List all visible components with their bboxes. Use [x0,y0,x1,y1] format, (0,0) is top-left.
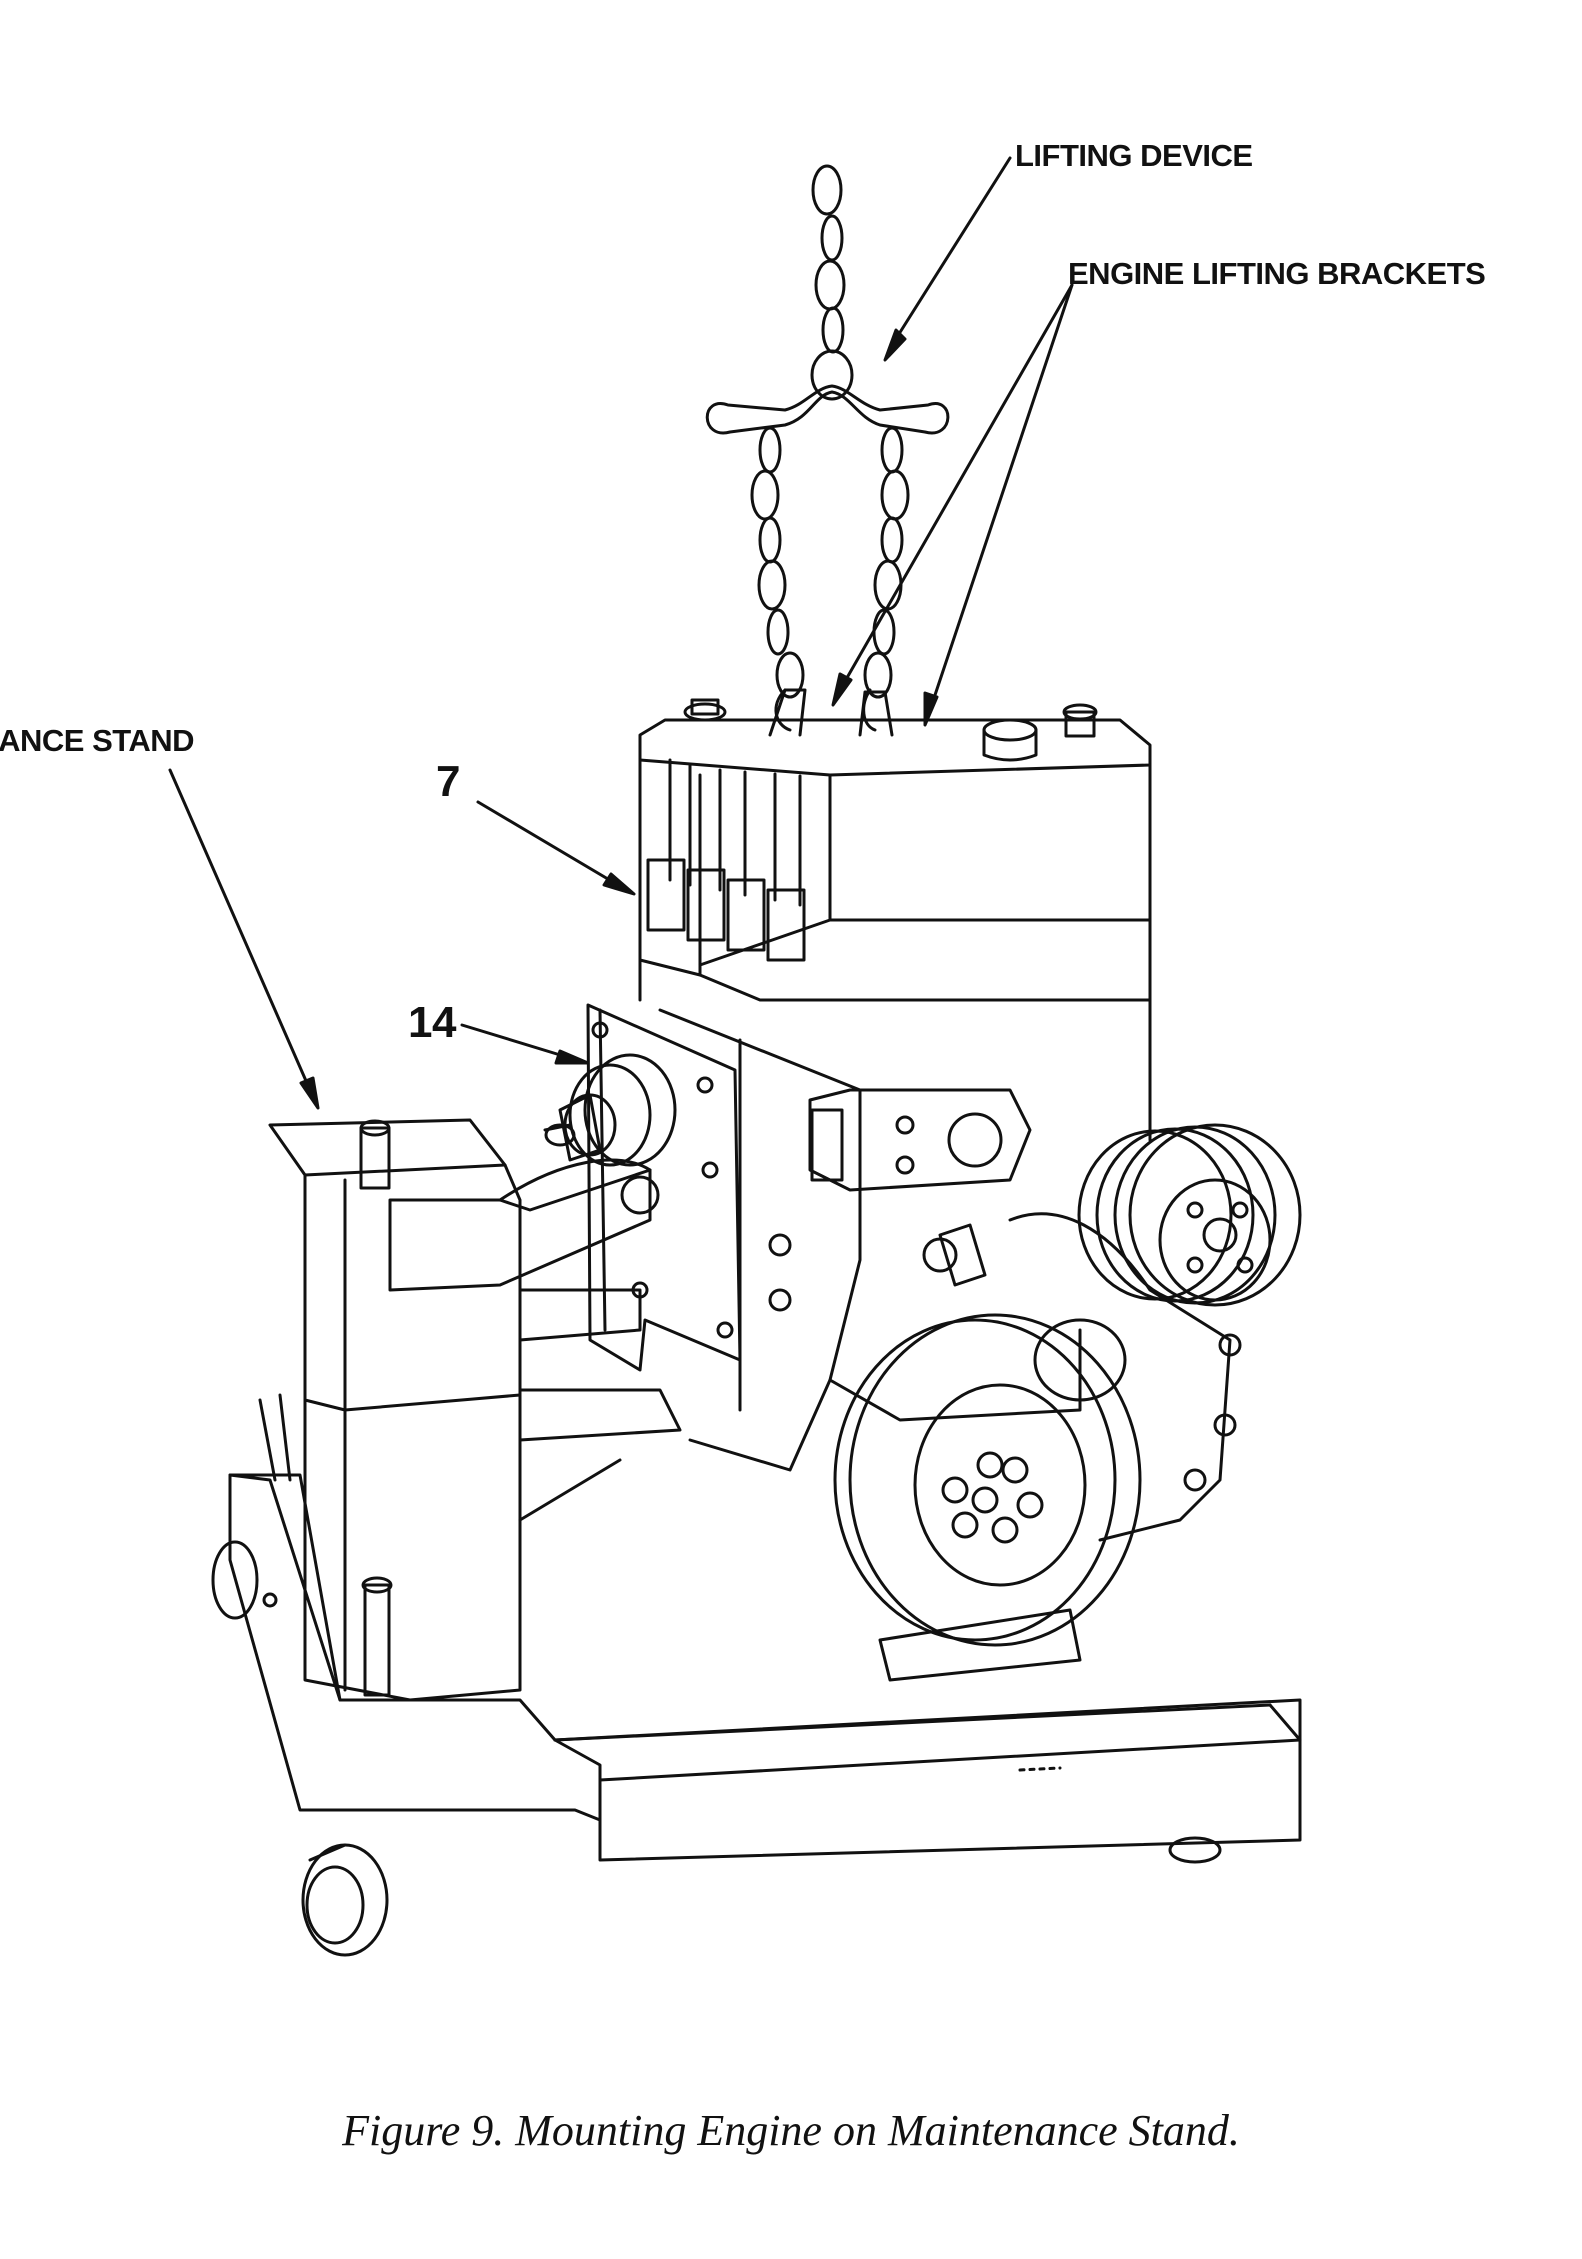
leader-lines [170,158,1072,1108]
figure-caption: Figure 9. Mounting Engine on Maintenance… [342,2106,1240,2155]
item-7-label: 7 [436,757,460,806]
front-pulleys [835,1125,1300,1680]
mounting-plate [545,1005,740,1370]
engine-lifting-brackets-label: ENGINE LIFTING BRACKETS [1068,256,1486,291]
lifting-device-label: LIFTING DEVICE [1015,138,1253,173]
lifting-device [707,166,948,730]
maintenance-stand [213,1120,1300,1955]
item-14-label: 14 [408,998,456,1047]
maintenance-stand-label: IANCE STAND [0,723,195,758]
engine-block [640,690,1150,1470]
